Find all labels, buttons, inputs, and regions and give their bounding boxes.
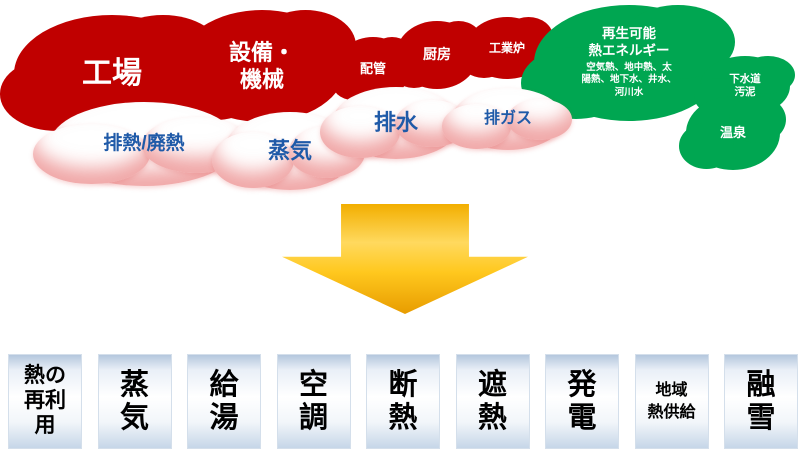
- renewable-heat-energy-sublabel: 空気熱、地中熱、太 陽熱、地下水、井水、 河川水: [581, 61, 677, 99]
- renewable-heat-energy-label: 再生可能 熱エネルギー: [588, 25, 670, 58]
- factory-label: 工場: [82, 57, 142, 91]
- kitchen-label: 厨房: [423, 46, 451, 63]
- applications-row: 熱の 再利 用 蒸 気 給 湯 空 調 断 熱 遮 熱 発 電 地域 熱供給 融…: [8, 354, 798, 449]
- blob-equipment-machinery: 設備・ 機械: [166, 10, 357, 122]
- cloud-waste-heat: 排熱/廃熱: [33, 102, 252, 186]
- hot-spring-label: 温泉: [719, 124, 746, 140]
- application-box-hot-water: 給 湯: [187, 354, 261, 449]
- cloud-exhaust-gas: 排ガス: [441, 88, 572, 150]
- industrial-furnace-label: 工業炉: [488, 40, 525, 55]
- application-box-heat-shield: 遮 熱: [455, 354, 530, 449]
- blob-renewable-heat-energy: 再生可能 熱エネルギー 空気熱、地中熱、太 陽熱、地下水、井水、 河川水: [520, 5, 736, 121]
- application-label: 遮 熱: [477, 369, 507, 434]
- application-box-district-heat-supply: 地域 熱供給: [634, 354, 709, 449]
- waste-heat-label: 排熱/廃熱: [103, 132, 185, 154]
- application-label: 発 電: [567, 369, 597, 434]
- application-label: 融 雪: [746, 369, 776, 434]
- exhaust-gas-label: 排ガス: [483, 110, 532, 128]
- blob-industrial-furnace: 工業炉: [460, 17, 553, 79]
- application-box-air-conditioning: 空 調: [276, 354, 351, 449]
- blob-kitchen: 厨房: [390, 21, 483, 89]
- wastewater-label: 排水: [373, 109, 418, 135]
- application-box-power-generation: 発 電: [545, 354, 619, 449]
- application-box-heat-reuse: 熱の 再利 用: [8, 354, 82, 449]
- application-label: 給 湯: [209, 369, 239, 434]
- application-label: 熱の 再利 用: [24, 364, 66, 437]
- piping-label: 配管: [359, 60, 386, 76]
- application-box-insulation: 断 熱: [366, 354, 440, 449]
- blob-hot-spring: 温泉: [679, 96, 786, 170]
- sewage-sludge-label: 下水道 汚泥: [729, 72, 761, 98]
- application-label: 空 調: [298, 369, 328, 434]
- application-label: 地域 熱供給: [647, 381, 696, 421]
- application-label: 蒸 気: [119, 369, 149, 434]
- application-label: 断 熱: [388, 369, 418, 434]
- application-box-snow-melting: 融 雪: [724, 354, 798, 449]
- down-arrow-icon: [282, 204, 528, 314]
- equipment-machinery-label: 設備・ 機械: [228, 39, 295, 93]
- cloud-wastewater: 排水: [320, 87, 469, 159]
- application-box-steam: 蒸 気: [97, 354, 172, 449]
- steam-label: 蒸気: [267, 137, 312, 163]
